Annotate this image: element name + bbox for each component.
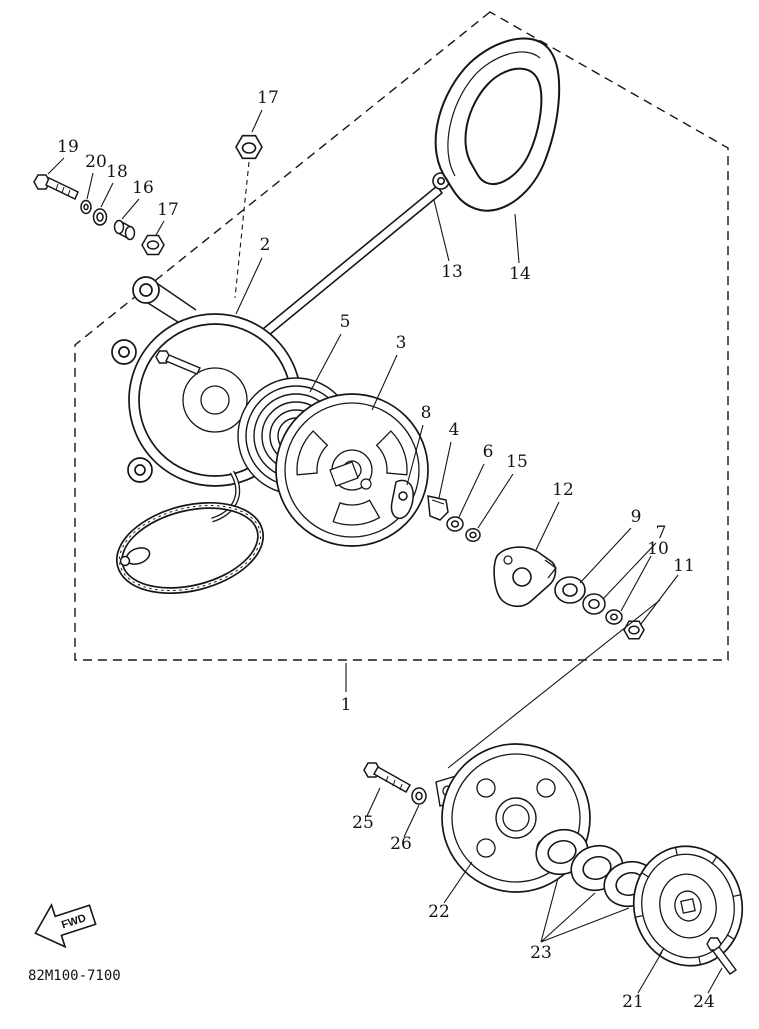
callout-9: 9 bbox=[631, 507, 642, 527]
callout-18: 18 bbox=[106, 162, 128, 182]
starter-rope bbox=[256, 172, 450, 342]
callout-11: 11 bbox=[673, 556, 695, 576]
callout-10: 10 bbox=[647, 539, 669, 559]
drive-pulley bbox=[275, 393, 429, 547]
callout-13: 13 bbox=[441, 262, 463, 282]
washer-10 bbox=[605, 609, 623, 625]
spring-washer-7 bbox=[582, 593, 606, 615]
nut-11 bbox=[623, 620, 645, 640]
callout-17-left: 17 bbox=[157, 200, 179, 220]
washer-26 bbox=[411, 787, 427, 805]
callout-22: 22 bbox=[428, 902, 450, 922]
drive-plate bbox=[632, 845, 744, 967]
washer-9 bbox=[554, 576, 586, 604]
callout-4: 4 bbox=[449, 420, 460, 440]
bolt-19 bbox=[33, 174, 79, 201]
callout-17-top: 17 bbox=[257, 88, 279, 108]
callout-20: 20 bbox=[85, 152, 107, 172]
callout-19: 19 bbox=[57, 137, 79, 157]
callout-15: 15 bbox=[506, 452, 528, 472]
callout-2: 2 bbox=[260, 235, 271, 255]
callout-5: 5 bbox=[340, 312, 351, 332]
washer-15 bbox=[465, 528, 481, 542]
nut-17-left bbox=[141, 234, 165, 256]
callout-16: 16 bbox=[132, 178, 154, 198]
mounting-axis-line bbox=[447, 599, 661, 769]
callout-21: 21 bbox=[622, 992, 644, 1012]
friction-plate bbox=[493, 546, 557, 608]
bolt-25 bbox=[363, 762, 412, 794]
fwd-direction-arrow: FWD bbox=[34, 902, 97, 949]
callout-24: 24 bbox=[693, 992, 715, 1012]
callout-8: 8 bbox=[421, 403, 432, 423]
callout-26: 26 bbox=[390, 834, 412, 854]
collar-16 bbox=[113, 219, 136, 241]
bolt-24 bbox=[706, 937, 737, 975]
part-code: 82M100-7100 bbox=[28, 968, 121, 984]
callout-7: 7 bbox=[656, 523, 667, 543]
pawl-guide bbox=[427, 495, 449, 521]
washer-20 bbox=[80, 199, 92, 215]
starter-handle bbox=[434, 37, 561, 212]
washer-18 bbox=[92, 208, 108, 226]
callout-3: 3 bbox=[396, 333, 407, 353]
rope-coil bbox=[115, 470, 265, 595]
callout-6: 6 bbox=[483, 442, 494, 462]
callout-1: 1 bbox=[341, 695, 352, 715]
rope-guide-nut bbox=[234, 134, 263, 299]
callout-23: 23 bbox=[530, 943, 552, 963]
callout-leader-lines bbox=[47, 109, 723, 994]
washer-6 bbox=[446, 516, 464, 532]
callout-25: 25 bbox=[352, 813, 374, 833]
callout-12: 12 bbox=[552, 480, 574, 500]
callout-numbers: 17 19 20 18 16 17 2 13 14 5 3 8 4 6 15 1… bbox=[57, 88, 715, 1012]
callout-14: 14 bbox=[509, 264, 531, 284]
